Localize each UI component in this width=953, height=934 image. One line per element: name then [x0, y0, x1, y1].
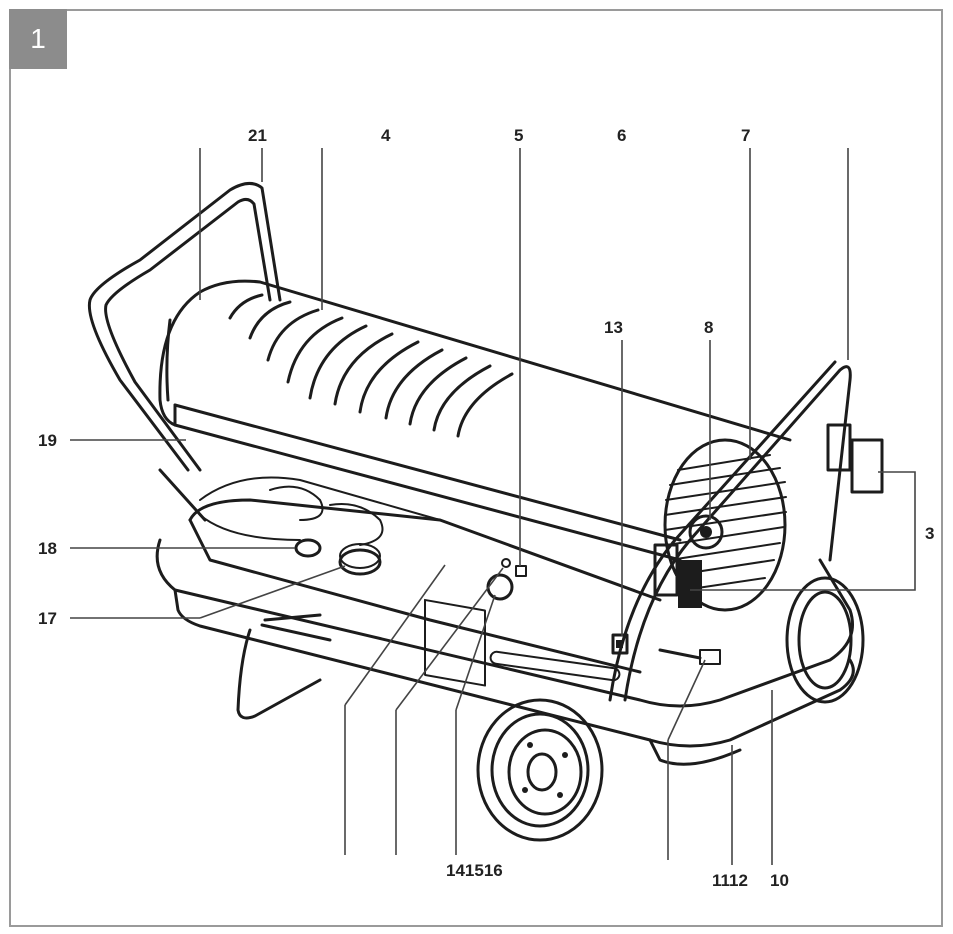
callout-18: 18	[38, 539, 57, 558]
cooling-fins	[228, 293, 514, 438]
callout-1112: 1112	[712, 871, 748, 890]
callout-21: 21	[248, 126, 267, 145]
callout-5: 5	[514, 126, 523, 145]
callout-6: 6	[617, 126, 626, 145]
leader-lines	[70, 148, 916, 865]
callout-17: 17	[38, 609, 57, 628]
callout-10: 10	[770, 871, 789, 890]
burner-cylinder	[158, 279, 792, 562]
front-grille	[663, 438, 787, 612]
front-handle-frame	[608, 360, 884, 702]
rear-wheel	[785, 576, 865, 704]
callout-labels: 21 4 5 6 7 13 8 19 18 17 3 141516 1112 1…	[38, 126, 934, 890]
callout-3: 3	[925, 524, 934, 543]
callout-13: 13	[604, 318, 623, 337]
callout-19: 19	[38, 431, 57, 450]
figure-frame	[9, 9, 943, 927]
controls	[294, 538, 721, 665]
fuel-tank	[188, 498, 662, 687]
callout-141516: 141516	[446, 861, 503, 880]
figure-number-badge: 1	[9, 9, 67, 69]
callout-4: 4	[381, 126, 391, 145]
rear-handle-frame	[87, 182, 282, 522]
base-tray	[155, 476, 855, 766]
undercarriage	[236, 613, 621, 720]
callout-7: 7	[741, 126, 750, 145]
front-wheel	[476, 698, 604, 842]
callout-8: 8	[704, 318, 713, 337]
